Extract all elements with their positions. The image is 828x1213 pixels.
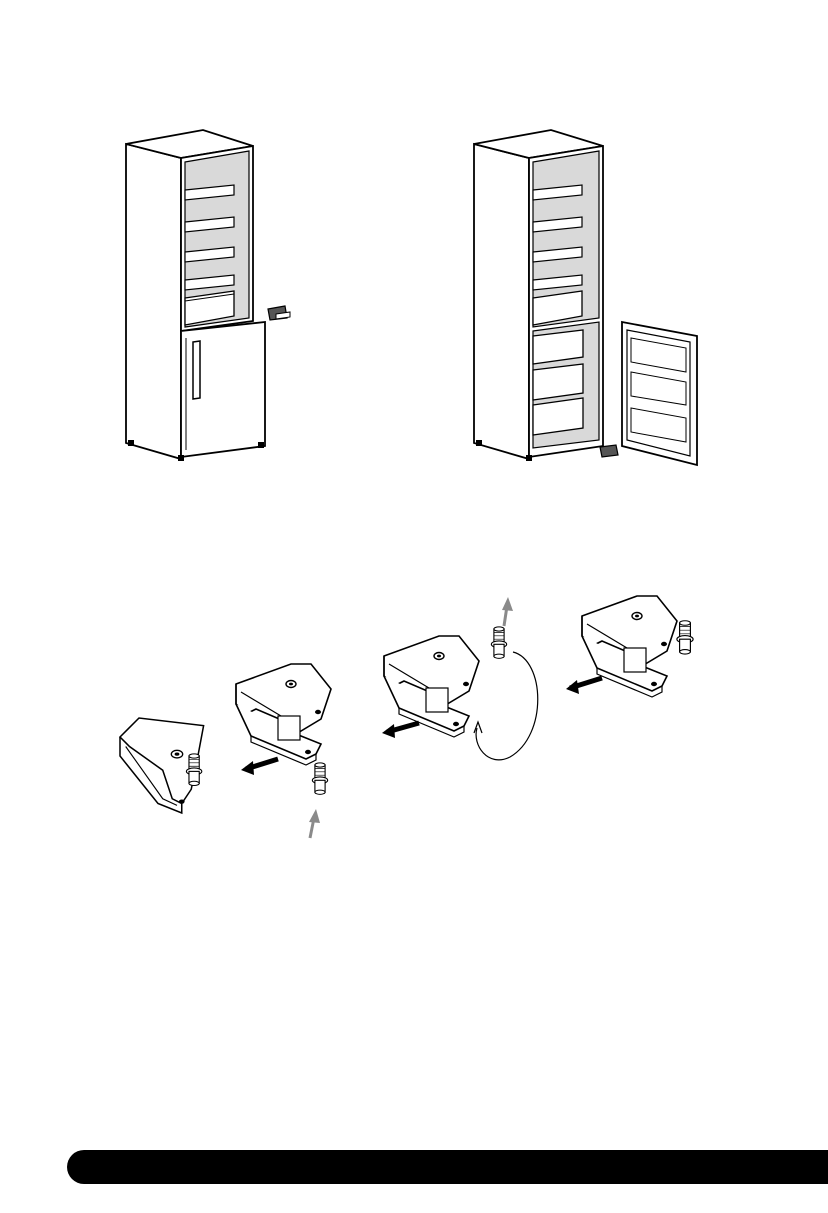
- hinge-bracket-icon: [582, 596, 693, 697]
- arrow-left-icon: [241, 759, 278, 775]
- hinge-bracket-icon: [120, 718, 204, 813]
- fridge-icon: [126, 130, 290, 461]
- hinge-bracket-icon: [236, 664, 331, 765]
- hinge-pin-icon: [491, 627, 506, 658]
- arrow-left-icon: [566, 678, 602, 694]
- arrow-up-icon: [309, 809, 320, 838]
- footer-bar: [67, 1150, 828, 1184]
- arrow-up-icon: [502, 597, 513, 626]
- hinge-bracket-icon: [384, 636, 479, 737]
- hinge-pin-icon: [312, 763, 327, 794]
- arrow-left-icon: [382, 723, 419, 738]
- curved-arrow-icon: [474, 652, 538, 760]
- fridge-icon: [474, 130, 697, 465]
